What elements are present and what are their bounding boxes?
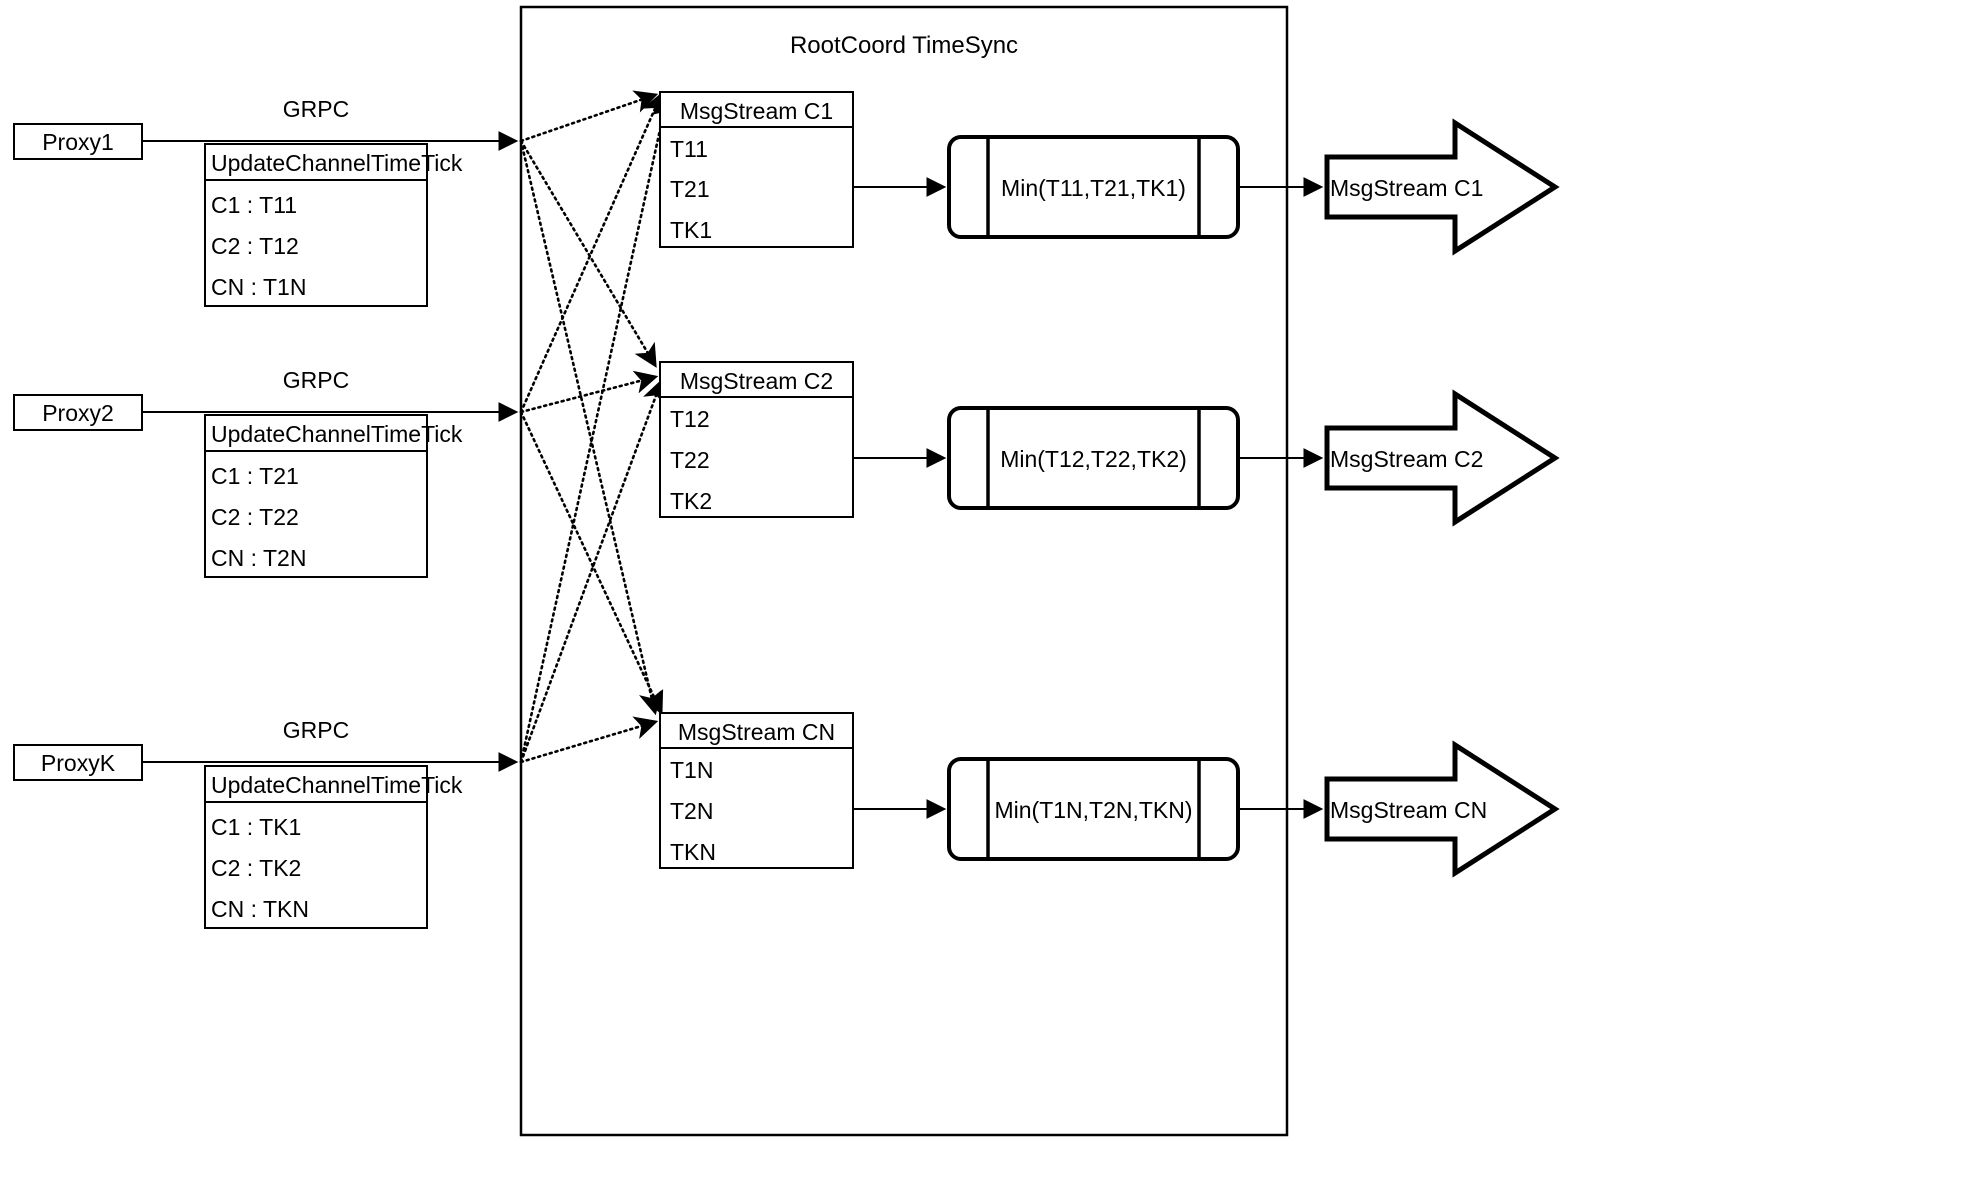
output-label-1: MsgStream C1: [1330, 175, 1484, 201]
msgstream-table-1: [659, 91, 854, 248]
timetick-row-1-0: C1 : T11: [211, 192, 298, 218]
output-block-arrow-3: [1324, 740, 1560, 878]
min-label-2: Min(T12,T22,TK2): [1000, 446, 1187, 472]
msgstream-row-2-1: T22: [670, 447, 710, 473]
msgstream-row-2-2: TK2: [670, 488, 713, 514]
min-label-1: Min(T11,T21,TK1): [1001, 175, 1186, 201]
msgstream-row-1-2: TK1: [670, 217, 713, 243]
rootcoord-title: RootCoord TimeSync: [789, 32, 1019, 59]
fanout-pk-c1: [519, 94, 675, 764]
output-block-arrow-1: [1324, 118, 1560, 256]
fanout-p2-c1: [519, 91, 664, 414]
msgstream-row-1-0: T11: [670, 136, 708, 162]
timetick-row-2-2: CN : T2N: [211, 545, 307, 571]
timetick-row-1-2: CN : T1N: [211, 274, 307, 300]
grpc-label-2: GRPC: [282, 367, 350, 393]
timetick-row-3-2: CN : TKN: [211, 896, 309, 922]
output-block-arrow-2: [1324, 389, 1560, 527]
msgstream-row-3-2: TKN: [670, 839, 716, 865]
proxy-label-3: ProxyK: [40, 750, 116, 776]
timetick-table-3: [204, 765, 428, 929]
fanout-pk-cn: [519, 716, 659, 764]
timetick-table-2: [204, 414, 428, 578]
msgstream-title-3: MsgStream CN: [677, 719, 836, 745]
fanout-p2-cn: [519, 410, 664, 716]
proxy-box-1: [13, 123, 143, 160]
fanout-p2-c2: [519, 370, 659, 414]
msgstream-table-3: [659, 712, 854, 869]
fanout-p1-c2: [519, 139, 657, 368]
proxy-label-1: Proxy1: [42, 129, 114, 155]
timetick-row-2-0: C1 : T21: [211, 463, 299, 489]
msgstream-title-1: MsgStream C1: [679, 98, 834, 124]
msgstream-row-2-0: T12: [670, 406, 710, 432]
timetick-row-2-1: C2 : T22: [211, 504, 299, 530]
msgstream-row-1-1: T21: [670, 176, 710, 202]
output-label-2: MsgStream C2: [1330, 446, 1484, 472]
proxy-label-2: Proxy2: [42, 400, 114, 426]
timetick-row-3-0: C1 : TK1: [211, 814, 302, 840]
rootcoord-container: [519, 5, 1289, 1137]
msgstream-row-3-1: T2N: [670, 798, 714, 824]
fanout-p1-cn: [519, 139, 662, 716]
fanout-p1-c1: [519, 90, 659, 143]
min-label-3: Min(T1N,T2N,TKN): [994, 797, 1193, 823]
timetick-rpc-name-1: UpdateChannelTimeTick: [211, 150, 463, 176]
min-process-boxes: [947, 135, 1240, 861]
msgstream-table-2: [659, 361, 854, 518]
grpc-label-3: GRPC: [282, 717, 350, 743]
proxy-box-2: [13, 394, 143, 431]
timetick-rpc-name-2: UpdateChannelTimeTick: [211, 421, 463, 447]
timetick-table-1: [204, 143, 428, 307]
fanout-pk-c2: [519, 378, 666, 764]
timetick-rpc-name-3: UpdateChannelTimeTick: [211, 772, 463, 798]
output-block-arrows: [1324, 118, 1560, 878]
timetick-row-1-1: C2 : T12: [211, 233, 299, 259]
timetick-fanout-edges: [519, 90, 675, 764]
msgstream-row-3-0: T1N: [670, 757, 714, 783]
grpc-label-1: GRPC: [282, 96, 350, 122]
timetick-row-3-1: C2 : TK2: [211, 855, 302, 881]
msgstream-title-2: MsgStream C2: [679, 368, 834, 394]
output-label-3: MsgStream CN: [1330, 797, 1488, 823]
